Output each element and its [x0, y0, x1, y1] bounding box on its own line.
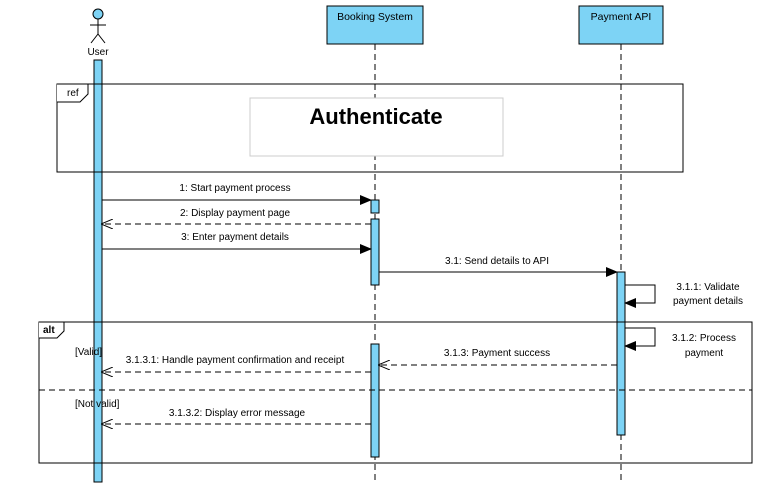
- message-3-1-3-1: 3.1.3.1: Handle payment confirmation and…: [102, 355, 371, 372]
- alt-guard-valid: [Valid]: [75, 347, 102, 358]
- message-3-1-1-label-line1: 3.1.1: Validate: [676, 282, 740, 293]
- message-1: 1: Start payment process: [102, 183, 372, 205]
- actor-user-label: User: [87, 47, 109, 58]
- message-3-1-label: 3.1: Send details to API: [445, 256, 549, 267]
- message-3-1-3-2: 3.1.3.2: Display error message: [102, 408, 371, 424]
- ref-title-box: [249, 97, 504, 157]
- alt-frame-tag: alt: [43, 325, 55, 336]
- participant-booking-system: Booking System: [326, 5, 424, 45]
- message-2-label: 2: Display payment page: [180, 208, 291, 219]
- actor-user: User: [87, 8, 109, 58]
- message-3-1-2-label-line1: 3.1.2: Process: [672, 333, 736, 344]
- message-3-1-1-label-line2: payment details: [673, 296, 743, 307]
- message-1-label: 1: Start payment process: [179, 183, 290, 194]
- message-2: 2: Display payment page: [102, 208, 371, 224]
- participant-booking-label: Booking System: [337, 11, 413, 23]
- message-3-1-1: 3.1.1: Validate payment details: [624, 282, 743, 308]
- activation-payment: [616, 271, 626, 436]
- message-3-label: 3: Enter payment details: [181, 232, 289, 243]
- message-3-1-2-label-line2: payment: [685, 348, 724, 359]
- activation-booking-2: [370, 218, 380, 286]
- message-3-1-3-2-label: 3.1.3.2: Display error message: [169, 408, 306, 419]
- message-3-1: 3.1: Send details to API: [379, 256, 618, 277]
- ref-frame: ref Authenticate: [56, 83, 684, 173]
- activation-booking-3: [370, 343, 380, 458]
- alt-frame: alt [Valid] [Not valid]: [38, 321, 753, 464]
- participant-payment-label: Payment API: [591, 11, 652, 23]
- ref-frame-tag: ref: [67, 88, 79, 99]
- message-3: 3: Enter payment details: [102, 232, 372, 254]
- message-3-1-3-1-label: 3.1.3.1: Handle payment confirmation and…: [126, 355, 345, 366]
- message-3-1-3-label: 3.1.3: Payment success: [444, 348, 550, 359]
- message-3-1-3: 3.1.3: Payment success: [379, 348, 617, 365]
- activation-booking-1: [370, 199, 380, 214]
- ref-frame-title: Authenticate: [309, 104, 442, 129]
- participant-payment-api: Payment API: [578, 5, 664, 45]
- actor-icon: [90, 8, 106, 44]
- alt-guard-invalid: [Not valid]: [75, 399, 120, 410]
- message-3-1-2: 3.1.2: Process payment: [624, 327, 736, 359]
- activation-user: [93, 59, 103, 483]
